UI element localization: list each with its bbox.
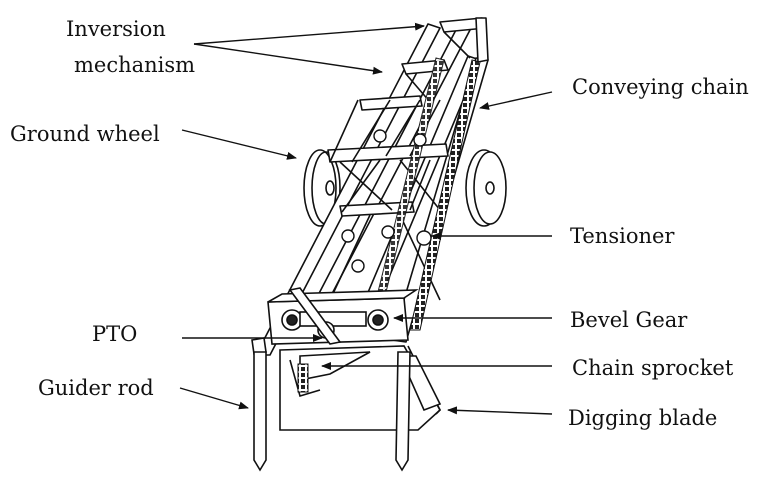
label-chain-sprocket: Chain sprocket [572,356,734,380]
arrow-guider-rod [179,387,249,410]
leader-lines [179,22,553,415]
guider-rods [253,351,411,472]
gearbox [267,289,419,345]
label-ground-wheel: Ground wheel [10,122,160,146]
label-pto: PTO [92,322,138,346]
arrow-digging-blade [447,406,553,415]
conveying-chain [375,57,481,331]
left-wheel [303,149,341,227]
label-digging-blade: Digging blade [568,406,718,430]
arrow-conveying-chain [479,91,553,110]
label-inversion-mechanism-line2: mechanism [74,53,196,77]
label-conveying-chain: Conveying chain [572,75,749,99]
label-guider-rod: Guider rod [38,376,154,400]
digging-frame [279,345,442,431]
label-inversion-mechanism-line1: Inversion [66,17,166,41]
pto-shaft [251,287,342,355]
arrow-ground-wheel [181,129,297,160]
label-bevel-gear: Bevel Gear [570,308,688,332]
right-wheel [465,149,507,227]
arrow-inversion-top [193,22,425,45]
arrow-inversion-mid [193,43,383,75]
tensioner-wheels [341,129,432,273]
label-tensioner: Tensioner [570,224,675,248]
